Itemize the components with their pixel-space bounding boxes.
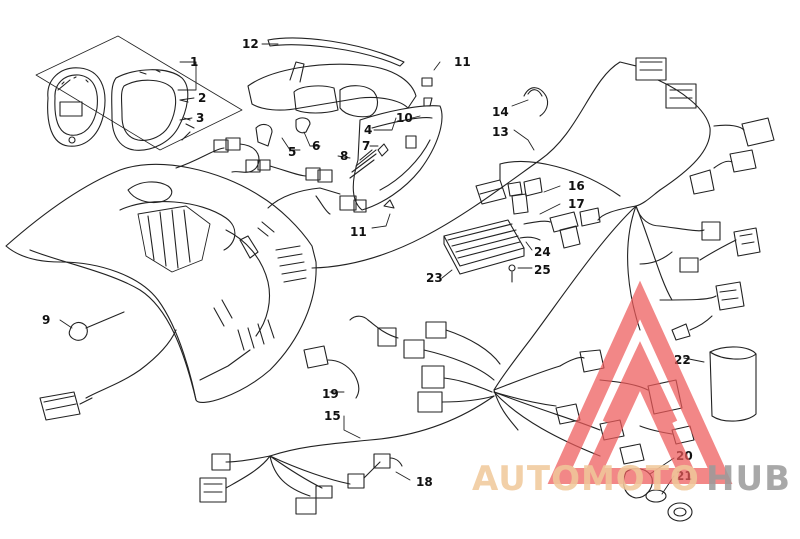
callout-11b: 11	[350, 225, 367, 239]
leader-lines	[59, 43, 705, 495]
callout-12: 12	[242, 37, 259, 51]
watermark-logo: AUTOMOTO HUB	[472, 280, 791, 499]
callout-1: 1	[190, 55, 198, 69]
callout-19: 19	[322, 387, 339, 401]
callout-17: 17	[568, 197, 585, 211]
callout-24: 24	[534, 245, 551, 259]
callout-25: 25	[534, 263, 551, 277]
bulb-connectors	[175, 117, 389, 215]
callout-23: 23	[426, 271, 443, 285]
hood-fairing	[5, 164, 317, 403]
watermark-text-hub: HUB	[706, 459, 791, 499]
speedometer-assembly	[35, 35, 243, 151]
lower-harness	[199, 315, 695, 515]
callout-11a: 11	[454, 55, 471, 69]
callout-10: 10	[396, 111, 413, 125]
callout-16: 16	[568, 179, 585, 193]
callout-15: 15	[324, 409, 341, 423]
callout-13: 13	[492, 125, 509, 139]
callout-3: 3	[196, 111, 204, 125]
grommets	[623, 346, 757, 522]
main-harness	[311, 57, 775, 391]
callout-9: 9	[42, 313, 50, 327]
callout-5: 5	[288, 145, 296, 159]
voltage-regulator	[443, 161, 621, 283]
watermark-text-automoto: AUTOMOTO	[472, 459, 700, 499]
callout-18: 18	[416, 475, 433, 489]
callout-4: 4	[364, 123, 372, 137]
logo-triangle-icon	[547, 280, 733, 484]
left-cable	[39, 311, 177, 421]
retaining-ring	[523, 87, 549, 117]
callout-22: 22	[674, 353, 691, 367]
callouts: 1 2 3 4 5 6 7 8 9 10 11 11 12 13 14 15 1…	[42, 37, 693, 489]
headlight-housing	[247, 37, 443, 211]
callout-7: 7	[362, 139, 370, 153]
callout-6: 6	[312, 139, 320, 153]
callout-14: 14	[492, 105, 509, 119]
callout-8: 8	[340, 149, 348, 163]
callout-2: 2	[198, 91, 206, 105]
